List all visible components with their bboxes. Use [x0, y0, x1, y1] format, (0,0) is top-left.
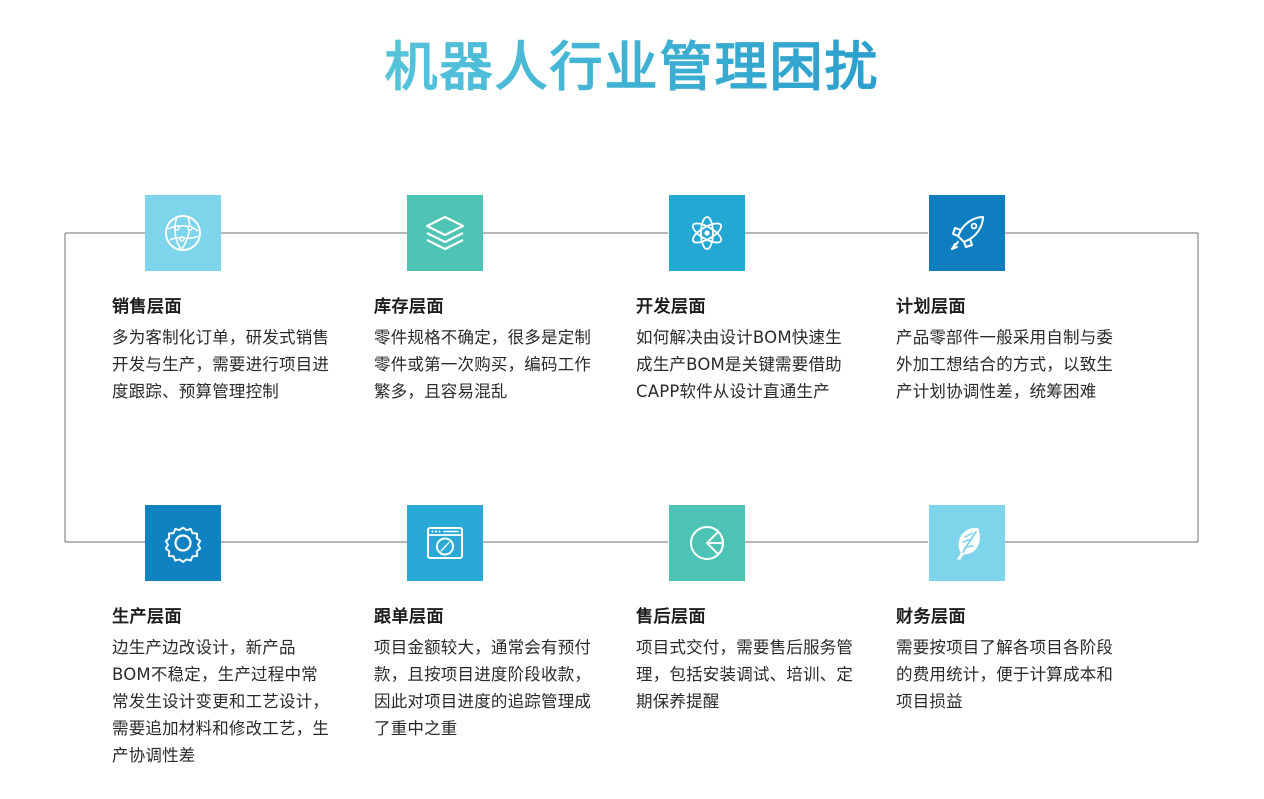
- card-order-tracking[interactable]: 跟单层面 项目金额较大，通常会有预付款，且按项目进度阶段收款，因此对项目进度的追…: [374, 505, 612, 742]
- card-body: 产品零部件一般采用自制与委外加工想结合的方式，以致生产计划协调性差，统筹困难: [896, 328, 1114, 401]
- pie-chart-icon: [690, 526, 724, 560]
- card-planning[interactable]: 计划层面 产品零部件一般采用自制与委外加工想结合的方式，以致生产计划协调性差，统…: [896, 195, 1134, 405]
- card-body: 如何解决由设计BOM快速生成生产BOM是关键需要借助CAPP软件从设计直通生产: [636, 328, 842, 401]
- card-title: 销售层面: [112, 297, 182, 317]
- card-title: 财务层面: [896, 607, 966, 627]
- globe-network-icon-box: [145, 195, 221, 271]
- card-body: 边生产边改设计，新产品BOM不稳定，生产过程中常常发生设计变更和工艺设计，需要追…: [112, 638, 330, 765]
- card-title: 开发层面: [636, 297, 706, 317]
- rocket-icon-box: [929, 195, 1005, 271]
- layers-stack-icon-box: [407, 195, 483, 271]
- feather-icon-box: [929, 505, 1005, 581]
- card-after-sales[interactable]: 售后层面 项目式交付，需要售后服务管理，包括安装调试、培训、定期保养提醒: [636, 505, 874, 715]
- browser-compass-icon-box: [407, 505, 483, 581]
- card-title: 计划层面: [896, 297, 966, 317]
- card-finance[interactable]: 财务层面 需要按项目了解各项目各阶段的费用统计，便于计算成本和项目损益: [896, 505, 1134, 715]
- card-inventory[interactable]: 库存层面 零件规格不确定，很多是定制零件或第一次购买，编码工作繁多，且容易混乱: [374, 195, 612, 405]
- gear-icon-box: [145, 505, 221, 581]
- browser-compass-icon: [427, 527, 463, 559]
- card-body: 项目金额较大，通常会有预付款，且按项目进度阶段收款，因此对项目进度的追踪管理成了…: [374, 638, 592, 738]
- card-body: 多为客制化订单，研发式销售开发与生产，需要进行项目进度跟踪、预算管理控制: [112, 328, 330, 401]
- feather-icon: [957, 527, 980, 560]
- globe-network-icon: [165, 215, 201, 251]
- card-title: 跟单层面: [374, 607, 444, 627]
- atom-icon: [691, 216, 723, 250]
- card-title: 售后层面: [636, 607, 706, 627]
- card-body: 项目式交付，需要售后服务管理，包括安装调试、培训、定期保养提醒: [636, 638, 854, 711]
- card-development[interactable]: 开发层面 如何解决由设计BOM快速生成生产BOM是关键需要借助CAPP软件从设计…: [636, 195, 874, 405]
- card-body: 需要按项目了解各项目各阶段的费用统计，便于计算成本和项目损益: [896, 638, 1114, 711]
- card-production[interactable]: 生产层面 边生产边改设计，新产品BOM不稳定，生产过程中常常发生设计变更和工艺设…: [112, 505, 350, 769]
- page-title: 机器人行业管理困扰: [0, 36, 1264, 100]
- card-title: 库存层面: [374, 297, 444, 317]
- layers-stack-icon: [425, 215, 465, 251]
- card-sales[interactable]: 销售层面 多为客制化订单，研发式销售开发与生产，需要进行项目进度跟踪、预算管理控…: [112, 195, 350, 405]
- card-title: 生产层面: [112, 607, 182, 627]
- atom-icon-box: [669, 195, 745, 271]
- card-body: 零件规格不确定，很多是定制零件或第一次购买，编码工作繁多，且容易混乱: [374, 328, 592, 401]
- rocket-icon: [951, 216, 984, 250]
- pie-chart-icon-box: [669, 505, 745, 581]
- gear-icon: [164, 526, 202, 563]
